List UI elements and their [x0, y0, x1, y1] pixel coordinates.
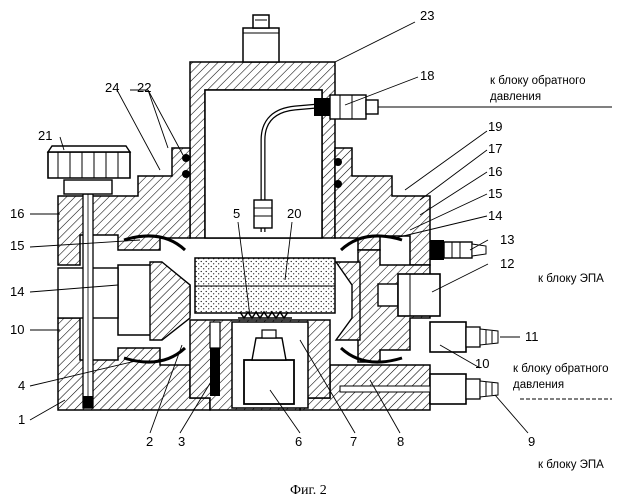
figure-caption: Фиг. 2	[290, 483, 327, 498]
label-23: 24	[105, 80, 119, 95]
note-epa-bottom: к блоку ЭПА	[538, 459, 604, 471]
note-back-pressure-top-2: давления	[490, 91, 541, 103]
strip-3	[210, 348, 220, 396]
note-back-pressure-bottom-2: давления	[513, 379, 564, 391]
label-15-left: 15	[10, 238, 24, 253]
label-21: 23	[420, 8, 434, 23]
label-9: 9	[528, 434, 535, 449]
knob	[48, 146, 130, 194]
label-20: 20	[287, 206, 301, 221]
left-diaphragm-seat	[150, 262, 190, 340]
top-connector	[243, 15, 279, 62]
label-24: 21	[38, 128, 52, 143]
label-15-right: 15	[488, 186, 502, 201]
label-12: 12	[500, 256, 514, 271]
note-epa-middle: к блоку ЭПА	[538, 273, 604, 285]
label-5: 5	[233, 206, 240, 221]
label-18: 18	[420, 68, 434, 83]
right-diaphragm-seat	[336, 262, 360, 340]
tube-fitting	[254, 200, 272, 228]
label-16-right: 16	[488, 164, 502, 179]
label-2: 2	[146, 434, 153, 449]
bottom-cavity	[232, 322, 308, 408]
fitting-11	[430, 322, 498, 352]
label-13: 13	[500, 232, 514, 247]
label-19: 19	[488, 119, 502, 134]
label-3: 3	[178, 434, 185, 449]
label-17: 17	[488, 141, 502, 156]
label-22: 22	[137, 80, 151, 95]
fitting-18	[314, 95, 378, 119]
label-4: 4	[18, 378, 25, 393]
note-back-pressure-top-1: к блоку обратного	[490, 75, 586, 87]
label-11: 11	[525, 329, 539, 344]
strip-3-top	[210, 322, 220, 348]
fitting-13	[430, 240, 486, 260]
label-10-left: 10	[10, 322, 24, 337]
label-16-left: 16	[10, 206, 24, 221]
note-back-pressure-bottom-1: к блоку обратного	[513, 363, 609, 375]
label-7: 7	[350, 434, 357, 449]
annotations: к блоку обратного давления к блоку ЭПА к…	[490, 75, 609, 471]
label-14-left: 14	[10, 284, 24, 299]
label-14-right: 14	[488, 208, 502, 223]
adjust-rod	[83, 194, 93, 408]
label-8: 8	[397, 434, 404, 449]
label-10-right: 10	[475, 356, 489, 371]
label-1: 1	[18, 412, 25, 427]
label-6: 6	[295, 434, 302, 449]
